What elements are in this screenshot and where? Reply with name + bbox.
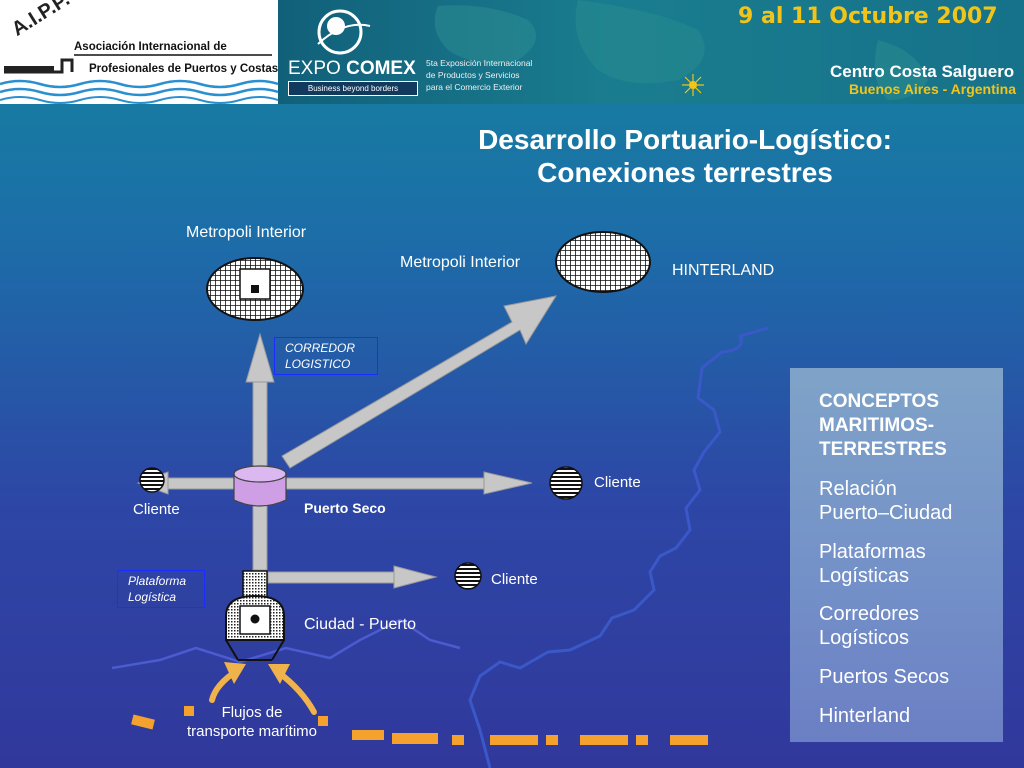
concept-item-relacion: Relación Puerto–Ciudad	[819, 477, 952, 525]
event-city: Buenos Aires - Argentina	[849, 81, 1016, 97]
maritime-flow-arrowheads	[224, 662, 290, 684]
concept-item-line: Logísticos	[819, 627, 910, 649]
cliente-left-node	[139, 467, 165, 493]
expo-name-part1: EXPO	[288, 58, 341, 79]
expo-description-line3: para el Comercio Exterior	[426, 82, 523, 92]
plataforma-node	[242, 570, 268, 598]
slide-title-line1: Desarrollo Portuario-Logístico:	[478, 124, 892, 155]
concept-item-plataformas: Plataformas Logísticas	[819, 540, 926, 588]
concepts-heading-line3: TERRESTRES	[819, 439, 947, 460]
corredor-logistico-box: CORREDOR LOGISTICO	[274, 337, 378, 375]
concept-item-corredores: Corredores Logísticos	[819, 602, 919, 650]
expo-description-line1: 5ta Exposición Internacional	[426, 58, 533, 68]
slide-title-line2: Conexiones terrestres	[537, 157, 833, 188]
maritime-route-dashes	[131, 706, 708, 745]
org-name-line2: Profesionales de Puertos y Costas	[89, 63, 279, 75]
sun-icon	[682, 74, 704, 96]
flujos-label-line1: Flujos de	[221, 704, 283, 721]
concepts-heading-line1: CONCEPTOS	[819, 391, 940, 412]
concept-item-line: Corredores	[819, 603, 920, 625]
metropoli-right-node	[555, 231, 651, 293]
cliente-lower-label: Cliente	[491, 571, 538, 588]
plataforma-label-line1: Plataforma	[128, 574, 187, 588]
concepts-panel: CONCEPTOS MARITIMOS- TERRESTRES Relación…	[790, 368, 1003, 742]
concept-item-line: Puerto–Ciudad	[819, 502, 953, 524]
flujos-maritimos-label: Flujos de transporte marítimo	[172, 703, 332, 741]
concept-item-line: Plataformas	[819, 541, 926, 563]
river-line	[468, 326, 769, 768]
corredor-label-line2: LOGISTICO	[285, 357, 351, 371]
event-venue: Centro Costa Salguero	[830, 62, 1015, 81]
plataforma-label-line2: Logística	[128, 590, 177, 604]
org-name-line1: Asociación Internacional de	[74, 41, 227, 53]
plataforma-logistica-box: Plataforma Logística	[117, 570, 205, 608]
metropoli-left-label: Metropoli Interior	[186, 224, 307, 241]
event-dates: 9 al 11 Octubre 2007	[738, 4, 998, 29]
concepts-heading-line2: MARITIMOS-	[819, 415, 935, 436]
expo-description-line2: de Productos y Servicios	[426, 70, 520, 80]
expo-tagline: Business beyond borders	[288, 81, 418, 96]
hinterland-label: HINTERLAND	[672, 262, 775, 279]
aippyc-emblem-icon	[0, 54, 278, 104]
cliente-lower-node	[454, 562, 482, 590]
aippyc-logo-block: A.I.P.P.Y.C. Asociación Internacional de…	[0, 0, 278, 104]
puerto-seco-node	[233, 465, 287, 507]
ciudad-puerto-node	[225, 594, 285, 661]
concept-item-puertos-secos: Puertos Secos	[819, 665, 949, 689]
coast-line	[111, 618, 461, 670]
concept-item-hinterland: Hinterland	[819, 704, 910, 728]
cliente-right-label: Cliente	[594, 474, 641, 491]
expo-name-part2: COMEX	[346, 58, 416, 79]
header-banner: A.I.P.P.Y.C. Asociación Internacional de…	[0, 0, 1024, 104]
concept-item-line: Hinterland	[819, 705, 911, 727]
metropoli-right-label: Metropoli Interior	[400, 254, 521, 271]
globe-icon	[317, 9, 371, 55]
puerto-seco-label: Puerto Seco	[304, 500, 386, 516]
ciudad-puerto-label: Ciudad - Puerto	[304, 616, 417, 633]
concept-item-line: Logísticas	[819, 565, 910, 587]
cliente-left-label: Cliente	[133, 501, 180, 518]
expo-comex-name: EXPO COMEX	[288, 58, 416, 80]
cliente-right-node	[549, 466, 583, 500]
corredor-label-line1: CORREDOR	[285, 341, 356, 355]
flujos-label-line2: transporte marítimo	[186, 723, 318, 740]
expo-comex-banner: EXPO COMEX Business beyond borders 5ta E…	[278, 0, 1024, 104]
concepts-heading: CONCEPTOS MARITIMOS- TERRESTRES	[819, 390, 947, 462]
concept-item-line: Relación	[819, 478, 897, 500]
world-map-background	[434, 0, 928, 100]
concept-item-line: Puertos Secos	[819, 666, 950, 688]
